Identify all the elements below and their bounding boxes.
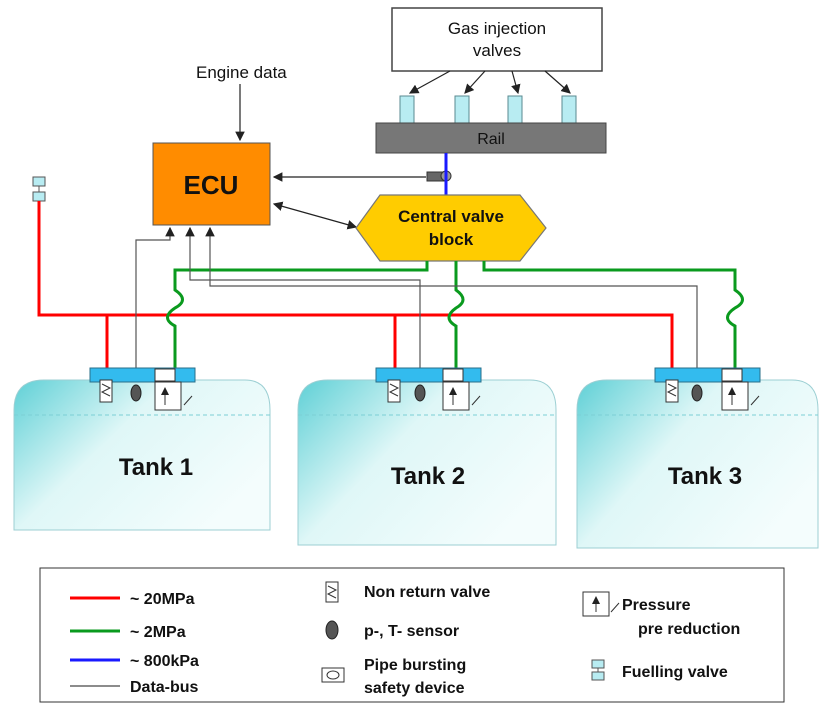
gas-valves-label-2: valves (473, 41, 521, 60)
injectors (399, 95, 577, 125)
red-20mpa-lines (37, 201, 674, 372)
tank-1: Tank 1 (13, 379, 271, 531)
legend-databus: Data-bus (130, 679, 199, 696)
legend-pipe-burst-2: safety device (364, 680, 465, 697)
legend-box (39, 567, 785, 703)
tank-3-valve-assembly (654, 367, 761, 411)
legend-pipe-burst-1: Pipe bursting (364, 657, 466, 674)
data-bus-lines (135, 226, 698, 372)
rail-label: Rail (477, 131, 505, 148)
legend-pressure-1: Pressure (622, 597, 691, 614)
legend-sensor: p-, T- sensor (364, 623, 459, 640)
legend-20mpa: ~ 20MPa (130, 591, 195, 608)
injector-arrows (408, 70, 571, 95)
green-2mpa-lines (166, 261, 744, 372)
central-valve-block: Central valve block (355, 194, 547, 262)
fuelling-valve (32, 176, 46, 202)
legend-fuelling-icon (591, 659, 605, 681)
central-block-label-1: Central valve (398, 207, 504, 226)
legend-pressure-2: pre reduction (638, 621, 740, 638)
legend-pipe-burst-icon (321, 667, 345, 683)
ecu-central-arrow (272, 201, 358, 230)
gas-injection-valves-box: Gas injection valves (391, 7, 603, 72)
legend-2mpa: ~ 2MPa (130, 624, 186, 641)
legend-sensor-icon (325, 620, 339, 640)
legend-pressure-icon (582, 591, 620, 617)
legend-lines: ~ 20MPa ~ 2MPa ~ 800kPa Data-bus (70, 591, 199, 696)
ecu-box: ECU (152, 142, 271, 226)
gas-valves-label-1: Gas injection (448, 19, 546, 38)
central-block-label-2: block (429, 230, 474, 249)
tank-1-valve-assembly (89, 367, 196, 411)
tank-2-label: Tank 2 (391, 463, 465, 490)
legend-non-return: Non return valve (364, 584, 490, 601)
tank-2-valve-assembly (375, 367, 482, 411)
tank-2: Tank 2 (297, 379, 557, 546)
tank-3-label: Tank 3 (668, 463, 742, 490)
legend-non-return-icon (325, 581, 339, 603)
legend-800kpa: ~ 800kPa (130, 653, 199, 670)
ecu-label: ECU (184, 170, 239, 200)
engine-data-label: Engine data (196, 63, 287, 82)
rail: Rail (375, 122, 607, 154)
legend-fuelling: Fuelling valve (622, 664, 728, 681)
tank-3: Tank 3 (576, 379, 819, 549)
tank-1-label: Tank 1 (119, 454, 193, 481)
